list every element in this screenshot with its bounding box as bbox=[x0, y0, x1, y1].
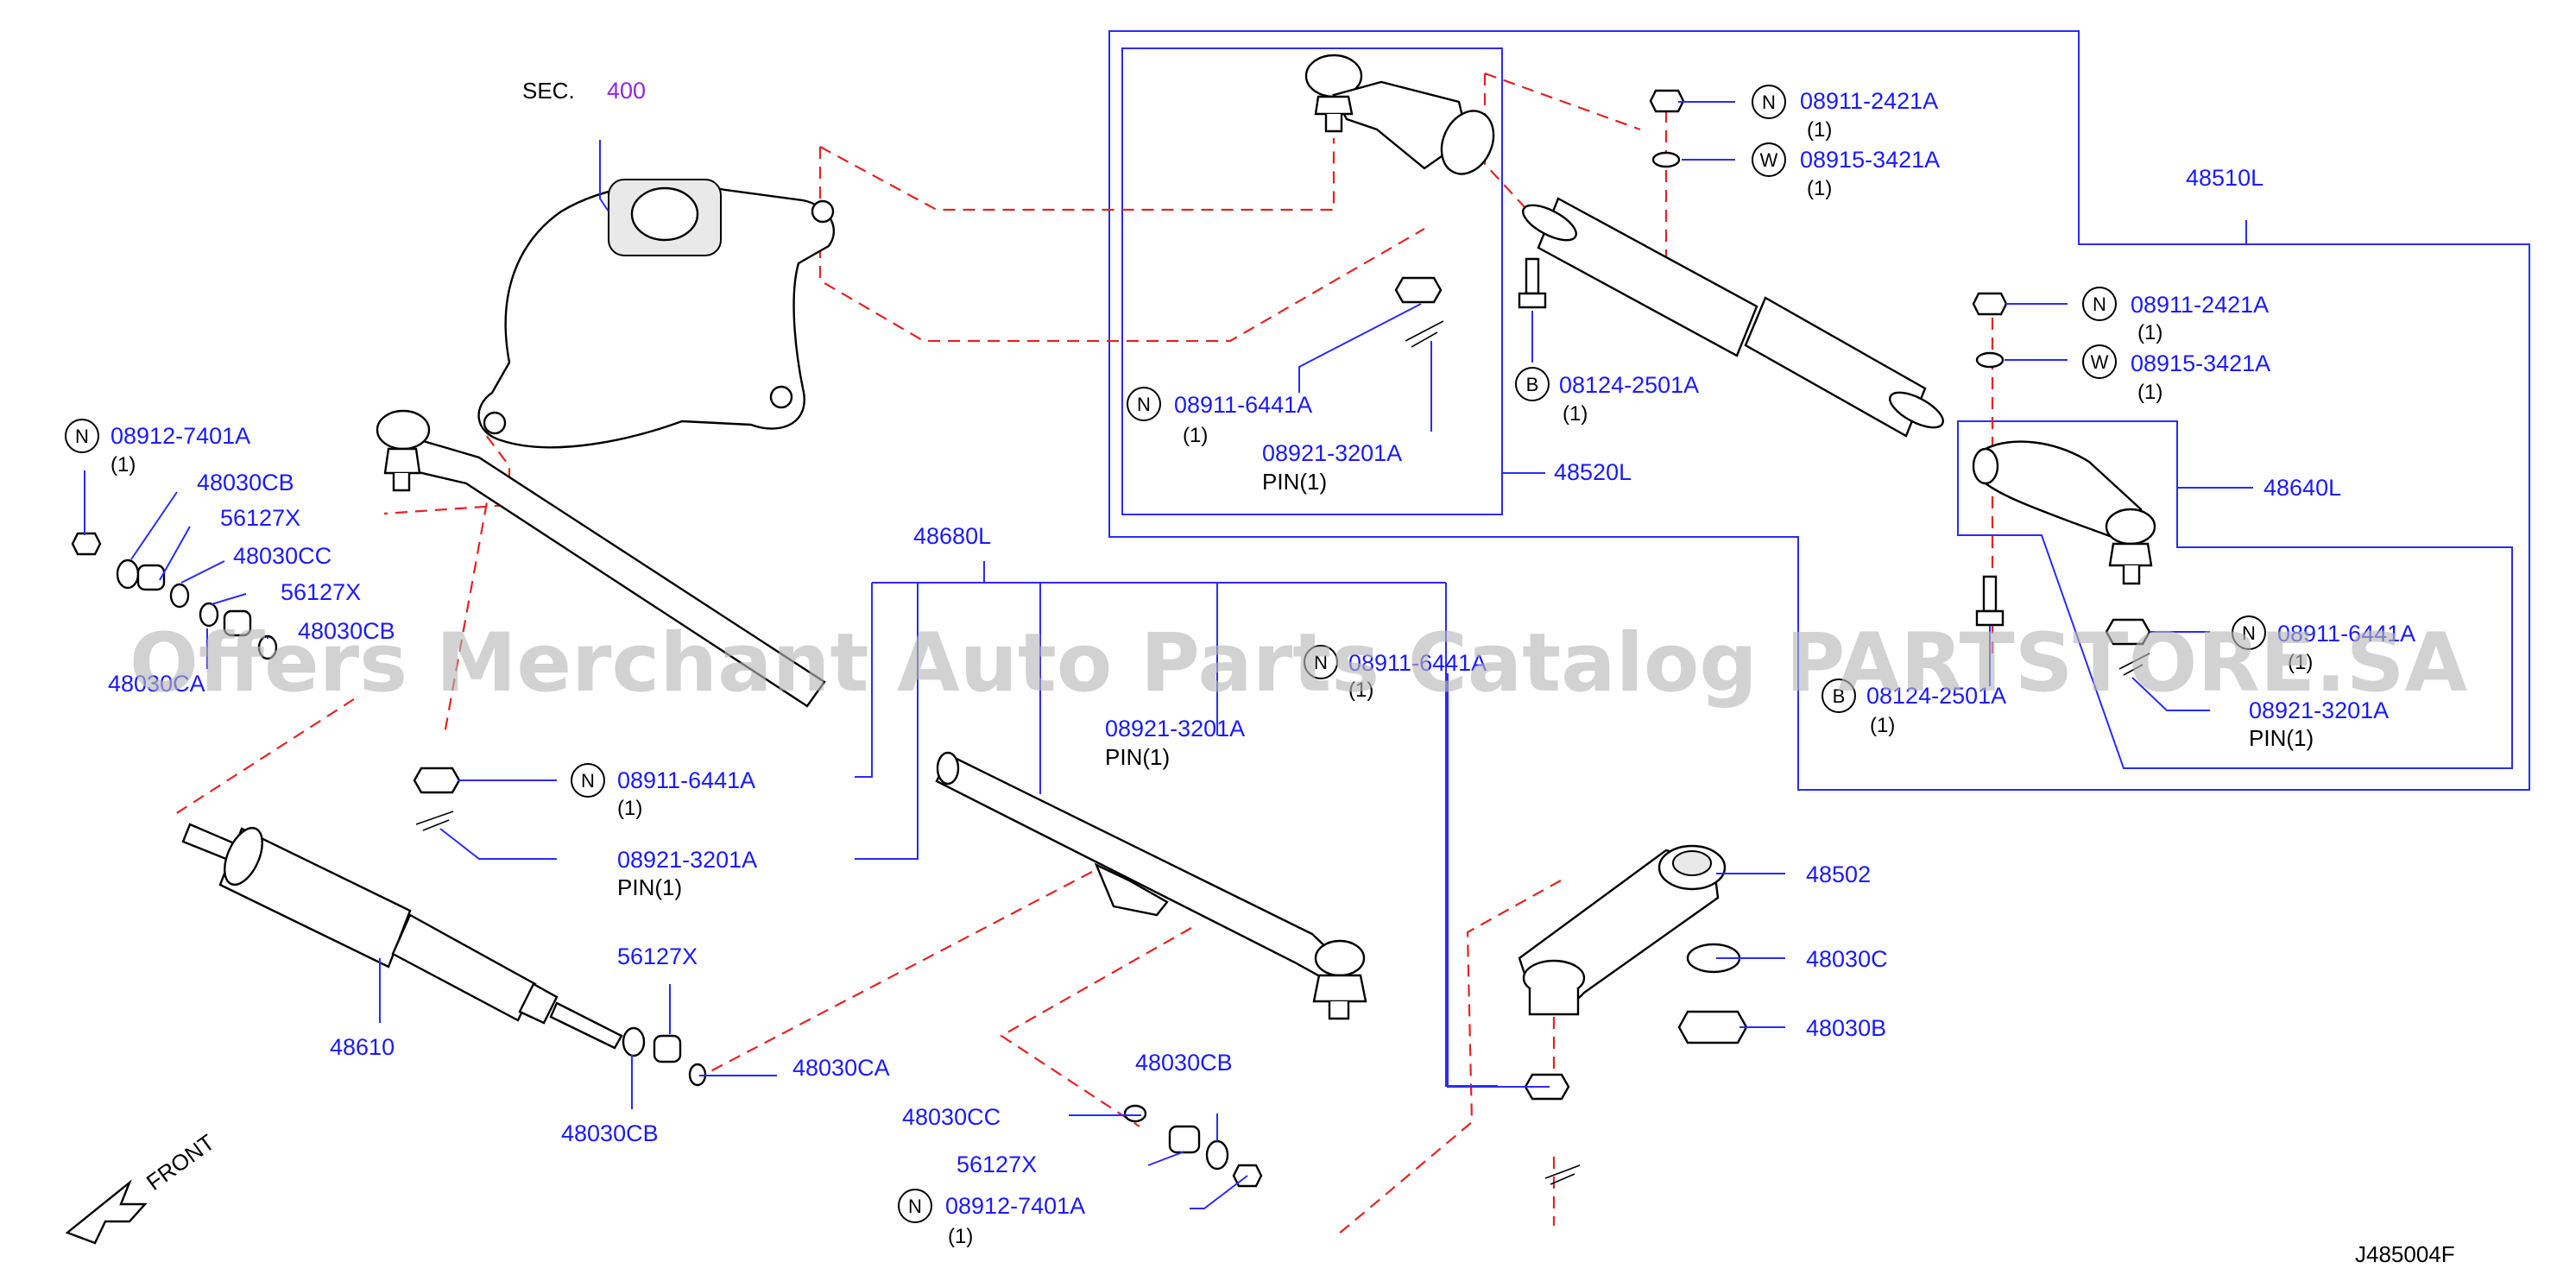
svg-text:PIN(1): PIN(1) bbox=[1105, 744, 1170, 770]
svg-text:W: W bbox=[2091, 351, 2109, 373]
label-08915-3421a-right[interactable]: 08915-3421A bbox=[2131, 350, 2270, 376]
callout-circles: N W N W B N B N N N N N bbox=[65, 85, 2266, 1223]
svg-text:N: N bbox=[908, 1196, 922, 1217]
label-56127x-bottom[interactable]: 56127X bbox=[957, 1152, 1037, 1177]
label-48680l[interactable]: 48680L bbox=[913, 523, 991, 549]
label-48510l[interactable]: 48510L bbox=[2186, 165, 2263, 191]
svg-text:N: N bbox=[75, 426, 89, 447]
label-48030cb-center[interactable]: 48030CB bbox=[561, 1120, 659, 1146]
label-48030ca-left[interactable]: 48030CA bbox=[108, 671, 205, 697]
svg-text:(1): (1) bbox=[1563, 402, 1588, 426]
adjusting-sleeve bbox=[1522, 197, 1944, 438]
svg-text:N: N bbox=[581, 770, 595, 792]
bracket-48680l bbox=[855, 561, 1498, 1087]
pitman-arm bbox=[1518, 844, 1727, 1016]
svg-text:(1): (1) bbox=[1183, 424, 1208, 447]
steering-damper bbox=[181, 823, 623, 1050]
label-08124-2501a-top[interactable]: 08124-2501A bbox=[1559, 372, 1699, 398]
label-08911-6441a-left[interactable]: 08911-6441A bbox=[617, 767, 755, 793]
inner-tie-rod-end bbox=[1972, 440, 2156, 585]
label-48610[interactable]: 48610 bbox=[330, 1034, 395, 1060]
svg-text:N: N bbox=[1314, 652, 1328, 673]
svg-text:N: N bbox=[1137, 394, 1151, 415]
label-48030cb-bottom[interactable]: 48030CB bbox=[1135, 1050, 1233, 1076]
svg-text:B: B bbox=[1833, 685, 1846, 707]
assembly-frame-48520l bbox=[1121, 47, 1503, 515]
label-48030cb-left[interactable]: 48030CB bbox=[197, 470, 294, 495]
assembly-frame-48510l bbox=[1108, 30, 2530, 791]
watermark: Offers Merchant Auto Parts Catalog PARTS… bbox=[129, 616, 2467, 710]
label-08912-7401a-bottom[interactable]: 08912-7401A bbox=[945, 1193, 1085, 1219]
front-label: FRONT bbox=[142, 1129, 219, 1196]
alignment-lines bbox=[172, 72, 1994, 1235]
label-56127x-left2[interactable]: 56127X bbox=[281, 579, 361, 605]
label-48030cc-left[interactable]: 48030CC bbox=[233, 543, 331, 569]
label-08911-6441a-right[interactable]: 08911-6441A bbox=[2277, 621, 2415, 647]
steering-gear-housing bbox=[477, 179, 836, 449]
front-arrow-icon bbox=[65, 1179, 148, 1245]
svg-text:N: N bbox=[1762, 92, 1776, 113]
svg-text:(1): (1) bbox=[1807, 118, 1832, 142]
label-56127x-center[interactable]: 56127X bbox=[617, 943, 698, 969]
svg-text:(1): (1) bbox=[2288, 651, 2313, 674]
svg-text:PIN(1): PIN(1) bbox=[1262, 469, 1327, 495]
svg-text:(1): (1) bbox=[2137, 381, 2162, 404]
label-08915-3421a-top[interactable]: 08915-3421A bbox=[1800, 147, 1940, 173]
leader-lines bbox=[84, 101, 2210, 1209]
label-08911-2421a-right[interactable]: 08911-2421A bbox=[2131, 292, 2269, 318]
svg-text:(1): (1) bbox=[2137, 321, 2162, 344]
center-tie-rod bbox=[935, 751, 1367, 1020]
label-08921-3201a-center[interactable]: 08921-3201A bbox=[1105, 716, 1245, 741]
assembly-frame-48640l bbox=[1957, 420, 2513, 769]
figure-code: J485004F bbox=[2355, 1241, 2455, 1267]
label-08124-2501a-right[interactable]: 08124-2501A bbox=[1866, 683, 2006, 709]
svg-text:PIN(1): PIN(1) bbox=[2249, 725, 2314, 751]
label-08921-3201a-right[interactable]: 08921-3201A bbox=[2249, 697, 2389, 723]
label-56127x-left1[interactable]: 56127X bbox=[220, 505, 300, 531]
svg-text:(1): (1) bbox=[110, 453, 136, 476]
label-08911-2421a-top[interactable]: 08911-2421A bbox=[1800, 88, 1938, 114]
svg-text:N: N bbox=[2242, 622, 2256, 644]
svg-text:(1): (1) bbox=[1348, 678, 1373, 702]
label-08921-3201a-inner[interactable]: 08921-3201A bbox=[1262, 440, 1402, 466]
label-08912-7401a-left[interactable]: 08912-7401A bbox=[110, 423, 250, 449]
svg-text:(1): (1) bbox=[617, 797, 642, 820]
outer-tie-rod-end bbox=[1304, 54, 1495, 175]
label-48502[interactable]: 48502 bbox=[1806, 861, 1871, 887]
svg-text:W: W bbox=[1760, 149, 1778, 171]
label-08911-6441a-inner[interactable]: 08911-6441A bbox=[1174, 392, 1312, 418]
svg-text:(1): (1) bbox=[1870, 714, 1895, 737]
svg-text:B: B bbox=[1526, 374, 1539, 395]
label-48030c[interactable]: 48030C bbox=[1806, 946, 1888, 972]
label-48030b[interactable]: 48030B bbox=[1806, 1015, 1886, 1041]
label-08921-3201a-left[interactable]: 08921-3201A bbox=[617, 847, 757, 873]
svg-text:PIN(1): PIN(1) bbox=[617, 874, 682, 900]
svg-text:(1): (1) bbox=[1807, 177, 1832, 200]
svg-text:(1): (1) bbox=[948, 1225, 973, 1248]
label-48640l[interactable]: 48640L bbox=[2263, 475, 2341, 501]
section-prefix: SEC. bbox=[522, 78, 575, 104]
svg-text:N: N bbox=[2093, 293, 2106, 315]
section-number[interactable]: 400 bbox=[607, 78, 646, 104]
label-08911-6441a-center[interactable]: 08911-6441A bbox=[1348, 650, 1487, 676]
label-48030ca-center[interactable]: 48030CA bbox=[792, 1055, 890, 1081]
label-48030cb-left2[interactable]: 48030CB bbox=[298, 618, 395, 644]
relay-rod bbox=[376, 409, 826, 708]
label-48520l[interactable]: 48520L bbox=[1554, 459, 1632, 485]
label-48030cc-bottom[interactable]: 48030CC bbox=[902, 1104, 1001, 1130]
